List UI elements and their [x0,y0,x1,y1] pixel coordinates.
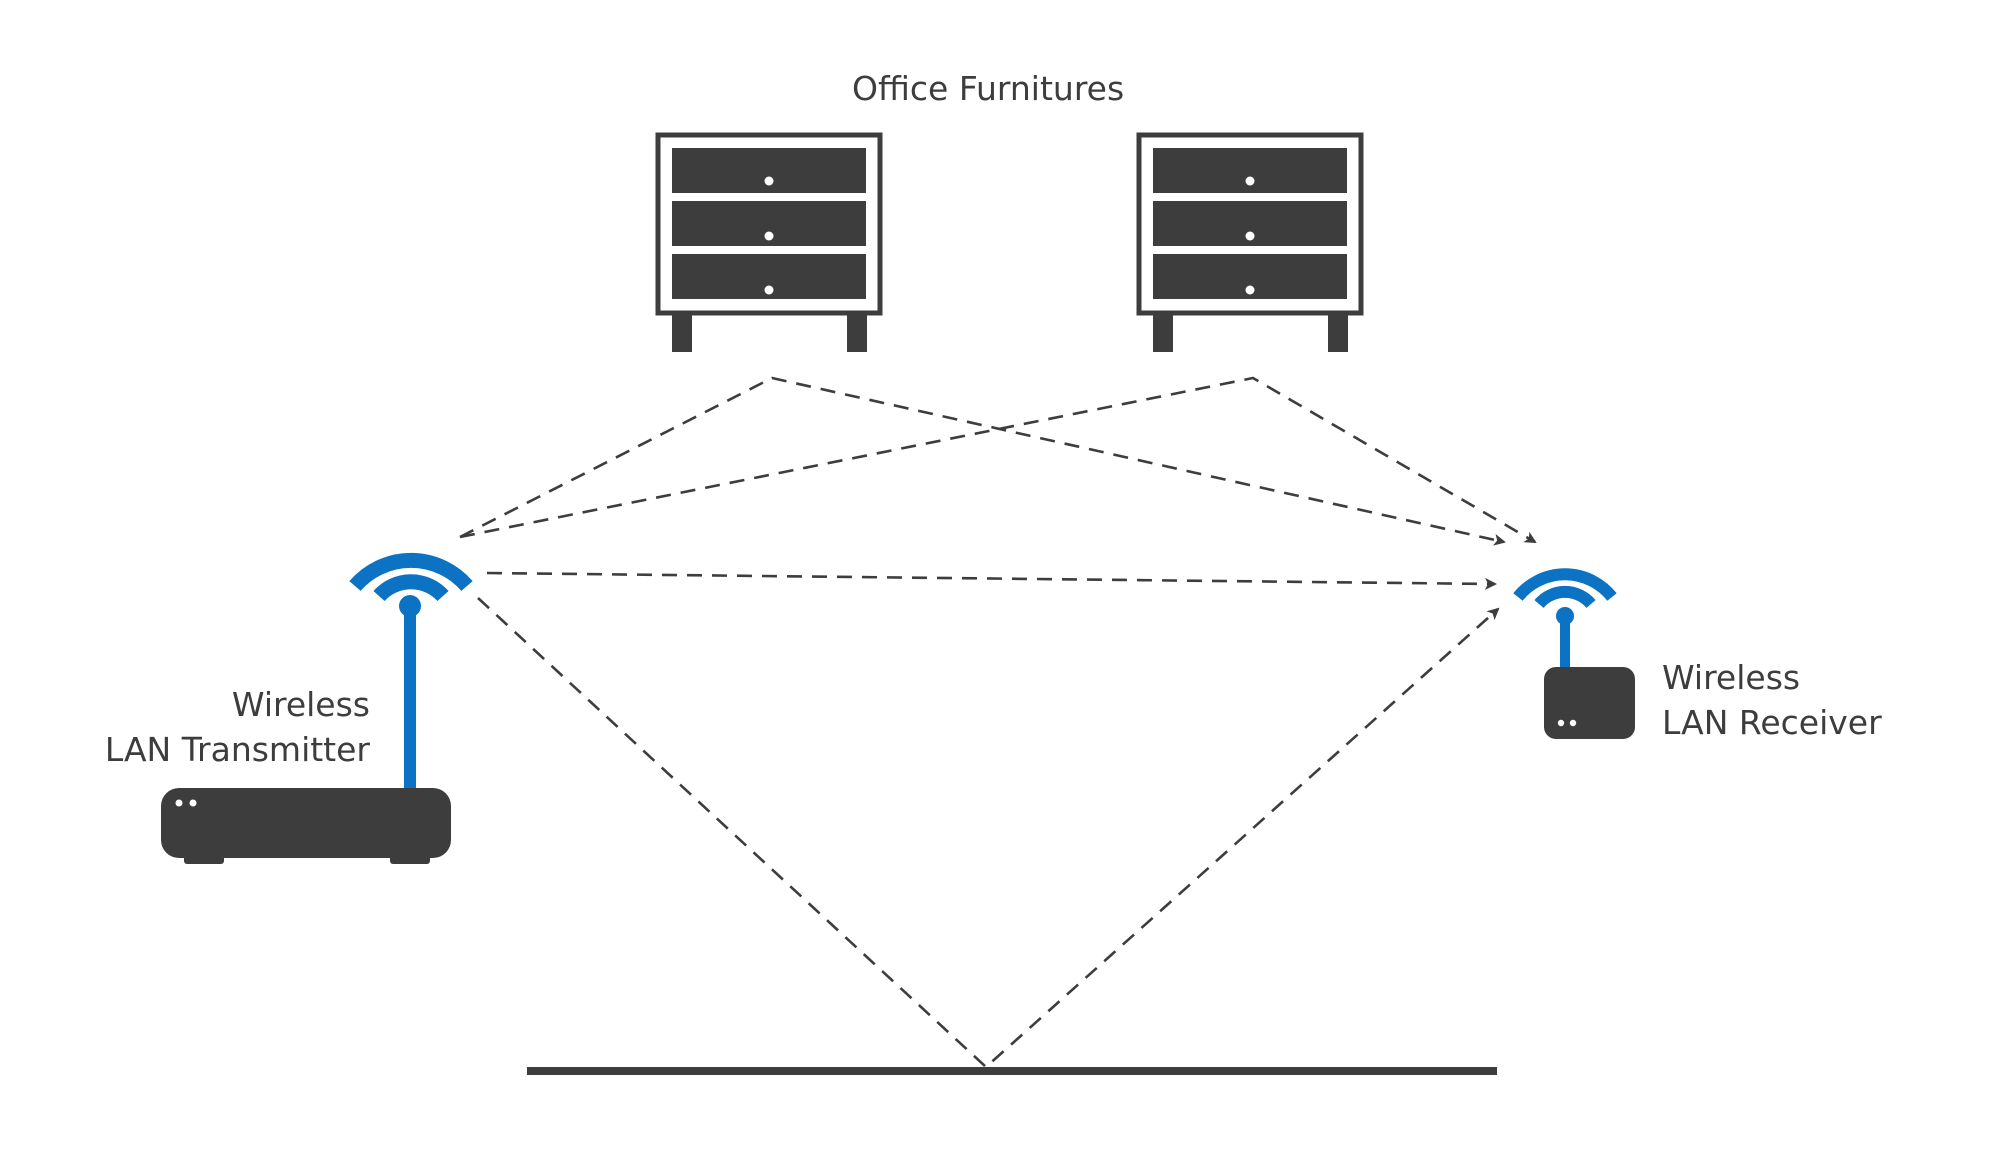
receiver-label-line1: Wireless [1662,658,1801,697]
cabinet-icon [655,132,883,352]
receiver-label: Wireless LAN Receiver [1662,655,1882,745]
transmitter-antenna [404,606,416,789]
direct-path [486,571,1497,590]
reflection-path [459,376,1506,546]
receiver-label-line2: LAN Receiver [1662,703,1882,742]
receiver-icon [1544,667,1635,739]
transmitter-label: Wireless LAN Transmitter [88,682,370,772]
reflection-path [459,376,1537,544]
transmitter-label-line1: Wireless [231,685,370,724]
transmitter-label-line2: LAN Transmitter [104,730,370,769]
receiver-antenna [1560,616,1570,669]
cabinet-icon [1136,132,1364,352]
furniture-label: Office Furnitures [852,69,1125,108]
router-icon [161,788,451,864]
floor-reflection-path [477,597,1500,1069]
